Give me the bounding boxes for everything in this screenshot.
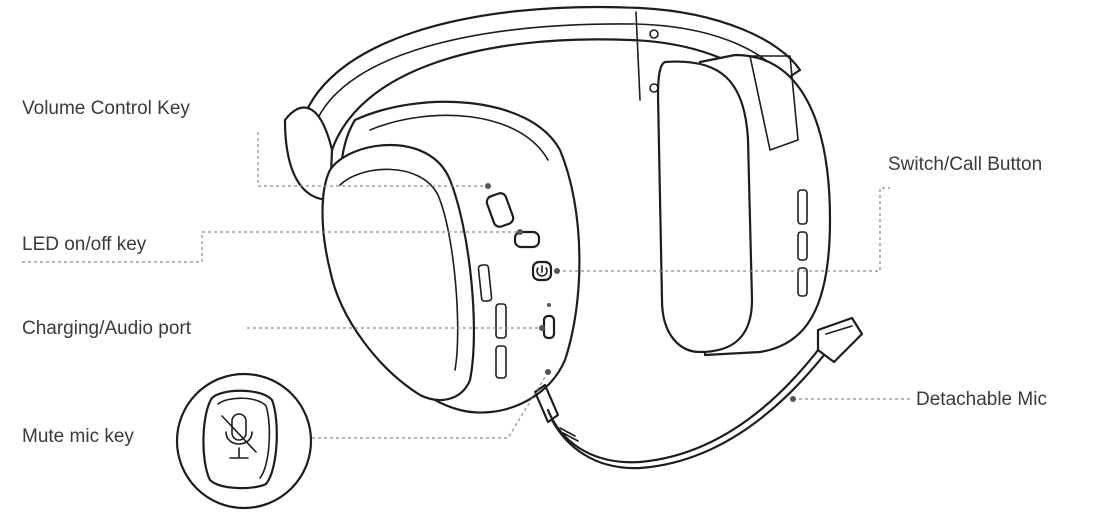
volume-rocker [485, 192, 515, 228]
mute-mic-inset [175, 372, 313, 510]
leader-lines [22, 132, 912, 439]
label-switch-call-button: Switch/Call Button [888, 154, 1043, 175]
power-icon [531, 260, 553, 282]
label-charging-port: Charging/Audio port [22, 318, 191, 339]
label-led-key: LED on/off key [22, 234, 147, 255]
label-volume-control-key: Volume Control Key [22, 98, 190, 119]
mic-boom [533, 316, 864, 470]
label-detachable-mic: Detachable Mic [916, 389, 1047, 410]
left-ear-cup [321, 100, 581, 414]
microphone-muted-icon [221, 413, 257, 459]
led-key-shape [513, 230, 541, 249]
headband [283, 5, 802, 202]
right-ear-cup [656, 53, 832, 357]
label-mute-mic-key: Mute mic key [22, 426, 134, 447]
